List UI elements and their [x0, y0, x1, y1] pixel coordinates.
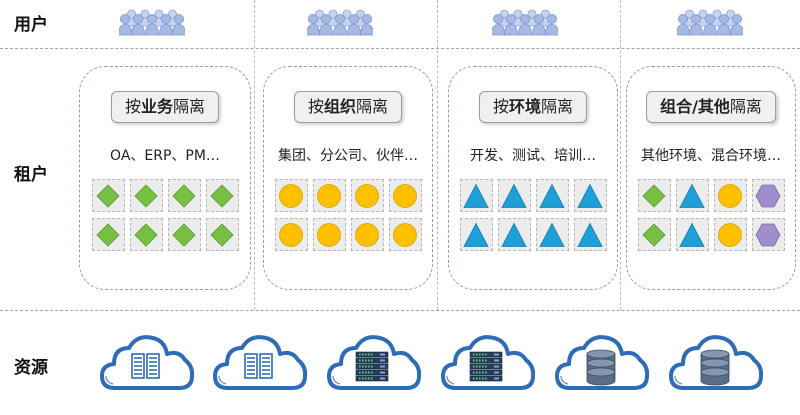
cloud-rack-server-icon: [327, 335, 422, 390]
tenant-cell: [350, 179, 384, 212]
diamond-icon: [96, 183, 120, 208]
resources-row-label: 资源: [14, 358, 48, 378]
diamond-icon: [96, 222, 120, 247]
tenant-grid: [264, 179, 432, 251]
circle-icon: [393, 222, 417, 247]
tenant-cell: [388, 179, 422, 212]
column-divider: [254, 0, 255, 310]
tenant-grid: [627, 179, 795, 251]
tenant-cell: [637, 218, 671, 251]
circle-icon: [718, 222, 742, 247]
isolation-desc-business: OA、ERP、PM…: [110, 148, 220, 164]
triangle-icon: [679, 183, 705, 208]
isolation-title-combined: 组合/其他隔离: [646, 91, 776, 123]
isolation-desc-environment: 开发、测试、培训…: [470, 148, 596, 164]
diamond-icon: [172, 222, 196, 247]
tenant-cell: [274, 218, 308, 251]
circle-icon: [355, 222, 379, 247]
circle-icon: [279, 222, 303, 247]
tenant-cell: [751, 179, 785, 212]
user-group-icon: [677, 9, 743, 36]
column-divider: [620, 0, 621, 310]
diamond-icon: [210, 183, 234, 208]
tenant-cell: [497, 179, 531, 212]
tenant-cell: [91, 179, 125, 212]
tenant-cell: [205, 218, 239, 251]
diamond-icon: [172, 183, 196, 208]
tenant-cell: [637, 179, 671, 212]
tenants-row-label: 租户: [14, 165, 48, 185]
triangle-icon: [463, 183, 489, 208]
diamond-icon: [134, 222, 158, 247]
cloud-database-icon: [555, 335, 650, 390]
cloud-database-icon: [669, 335, 764, 390]
isolation-desc-organization: 集团、分公司、伙伴…: [278, 148, 418, 164]
tenant-cell: [675, 218, 709, 251]
tenant-cell: [713, 179, 747, 212]
tenant-cell: [573, 179, 607, 212]
triangle-icon: [577, 183, 603, 208]
tenant-cell: [388, 218, 422, 251]
triangle-icon: [577, 222, 603, 247]
cloud-file-server-icon: [100, 335, 195, 390]
tenant-cell: [573, 218, 607, 251]
isolation-title-organization: 按组织隔离: [293, 91, 403, 123]
isolation-title-business: 按业务隔离: [110, 91, 220, 123]
tenant-cell: [129, 179, 163, 212]
tenant-cell: [751, 218, 785, 251]
separator-users: [0, 48, 800, 49]
triangle-icon: [501, 183, 527, 208]
isolation-title-environment: 按环境隔离: [478, 91, 588, 123]
tenant-grid: [80, 179, 250, 251]
tenant-cell: [675, 179, 709, 212]
tenant-cell: [274, 179, 308, 212]
diamond-icon: [134, 183, 158, 208]
tenant-cell: [129, 218, 163, 251]
triangle-icon: [679, 222, 705, 247]
isolation-desc-combined: 其他环境、混合环境…: [641, 148, 781, 164]
cloud-rack-server-icon: [441, 335, 536, 390]
tenant-panel-organization: 按组织隔离 集团、分公司、伙伴…: [263, 66, 433, 290]
tenant-cell: [459, 179, 493, 212]
cloud-file-server-icon: [213, 335, 308, 390]
column-divider: [437, 0, 438, 310]
user-group-icon: [119, 9, 185, 36]
triangle-icon: [539, 222, 565, 247]
hexagon-icon: [755, 184, 781, 207]
tenant-cell: [205, 179, 239, 212]
circle-icon: [317, 222, 341, 247]
triangle-icon: [463, 222, 489, 247]
users-row-label: 用户: [14, 15, 48, 35]
hexagon-icon: [755, 223, 781, 246]
circle-icon: [355, 183, 379, 208]
diamond-icon: [642, 222, 666, 247]
separator-tenants: [0, 310, 800, 311]
tenant-grid: [449, 179, 617, 251]
circle-icon: [718, 183, 742, 208]
triangle-icon: [539, 183, 565, 208]
diamond-icon: [642, 183, 666, 208]
circle-icon: [393, 183, 417, 208]
tenant-cell: [167, 218, 201, 251]
tenant-cell: [713, 218, 747, 251]
user-group-icon: [307, 9, 373, 36]
tenant-cell: [167, 179, 201, 212]
tenant-panel-environment: 按环境隔离 开发、测试、培训…: [448, 66, 618, 290]
tenant-cell: [312, 218, 346, 251]
diamond-icon: [210, 222, 234, 247]
tenant-cell: [459, 218, 493, 251]
tenant-panel-combined: 组合/其他隔离 其他环境、混合环境…: [626, 66, 796, 290]
triangle-icon: [501, 222, 527, 247]
tenant-cell: [535, 179, 569, 212]
tenant-cell: [535, 218, 569, 251]
tenant-cell: [497, 218, 531, 251]
tenant-cell: [350, 218, 384, 251]
tenant-panel-business: 按业务隔离 OA、ERP、PM…: [79, 66, 251, 290]
tenant-cell: [312, 179, 346, 212]
circle-icon: [279, 183, 303, 208]
user-group-icon: [492, 9, 558, 36]
tenant-cell: [91, 218, 125, 251]
circle-icon: [317, 183, 341, 208]
